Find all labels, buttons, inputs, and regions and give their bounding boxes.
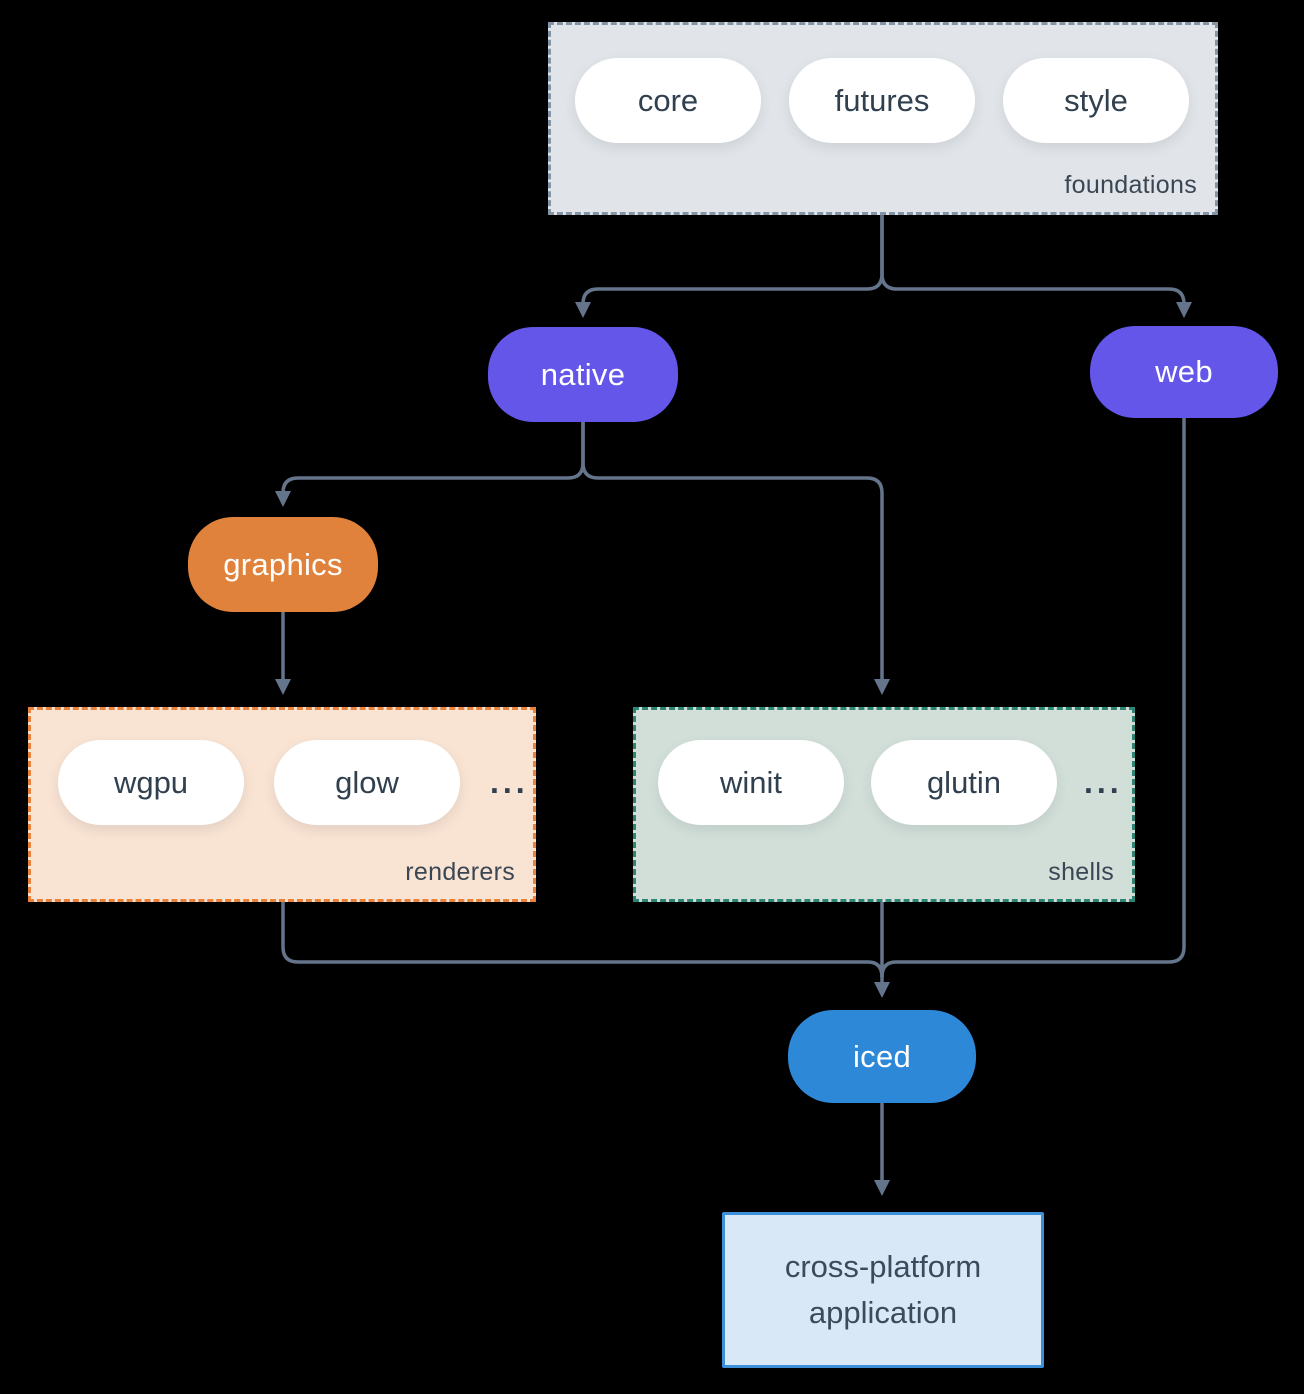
edge-native-graphics bbox=[274, 422, 585, 508]
renderers-pill-row: wgpu glow ... bbox=[31, 710, 533, 825]
foundations-pill-row: core futures style bbox=[551, 25, 1215, 143]
node-core: core bbox=[575, 58, 761, 143]
edge-renderers-merge bbox=[281, 902, 884, 978]
node-glow: glow bbox=[274, 740, 460, 825]
edge-foundations-web bbox=[880, 215, 1193, 319]
renderers-ellipsis: ... bbox=[490, 764, 529, 800]
node-glutin: glutin bbox=[871, 740, 1057, 825]
node-web: web bbox=[1090, 326, 1278, 418]
node-futures: futures bbox=[789, 58, 975, 143]
node-wgpu: wgpu bbox=[58, 740, 244, 825]
group-foundations: core futures style foundations bbox=[548, 22, 1218, 215]
renderers-label: renderers bbox=[405, 858, 515, 886]
node-application: cross-platform application bbox=[722, 1212, 1044, 1368]
foundations-label: foundations bbox=[1064, 171, 1197, 199]
group-renderers: wgpu glow ... renderers bbox=[28, 707, 536, 902]
shells-pill-row: winit glutin ... bbox=[636, 710, 1132, 825]
shells-ellipsis: ... bbox=[1084, 764, 1123, 800]
group-shells: winit glutin ... shells bbox=[633, 707, 1135, 902]
node-style: style bbox=[1003, 58, 1189, 143]
edge-native-shells bbox=[581, 422, 891, 696]
edge-foundations-native bbox=[574, 215, 884, 319]
node-graphics: graphics bbox=[188, 517, 378, 612]
node-native: native bbox=[488, 327, 678, 422]
shells-label: shells bbox=[1048, 858, 1114, 886]
node-winit: winit bbox=[658, 740, 844, 825]
node-iced: iced bbox=[788, 1010, 976, 1103]
